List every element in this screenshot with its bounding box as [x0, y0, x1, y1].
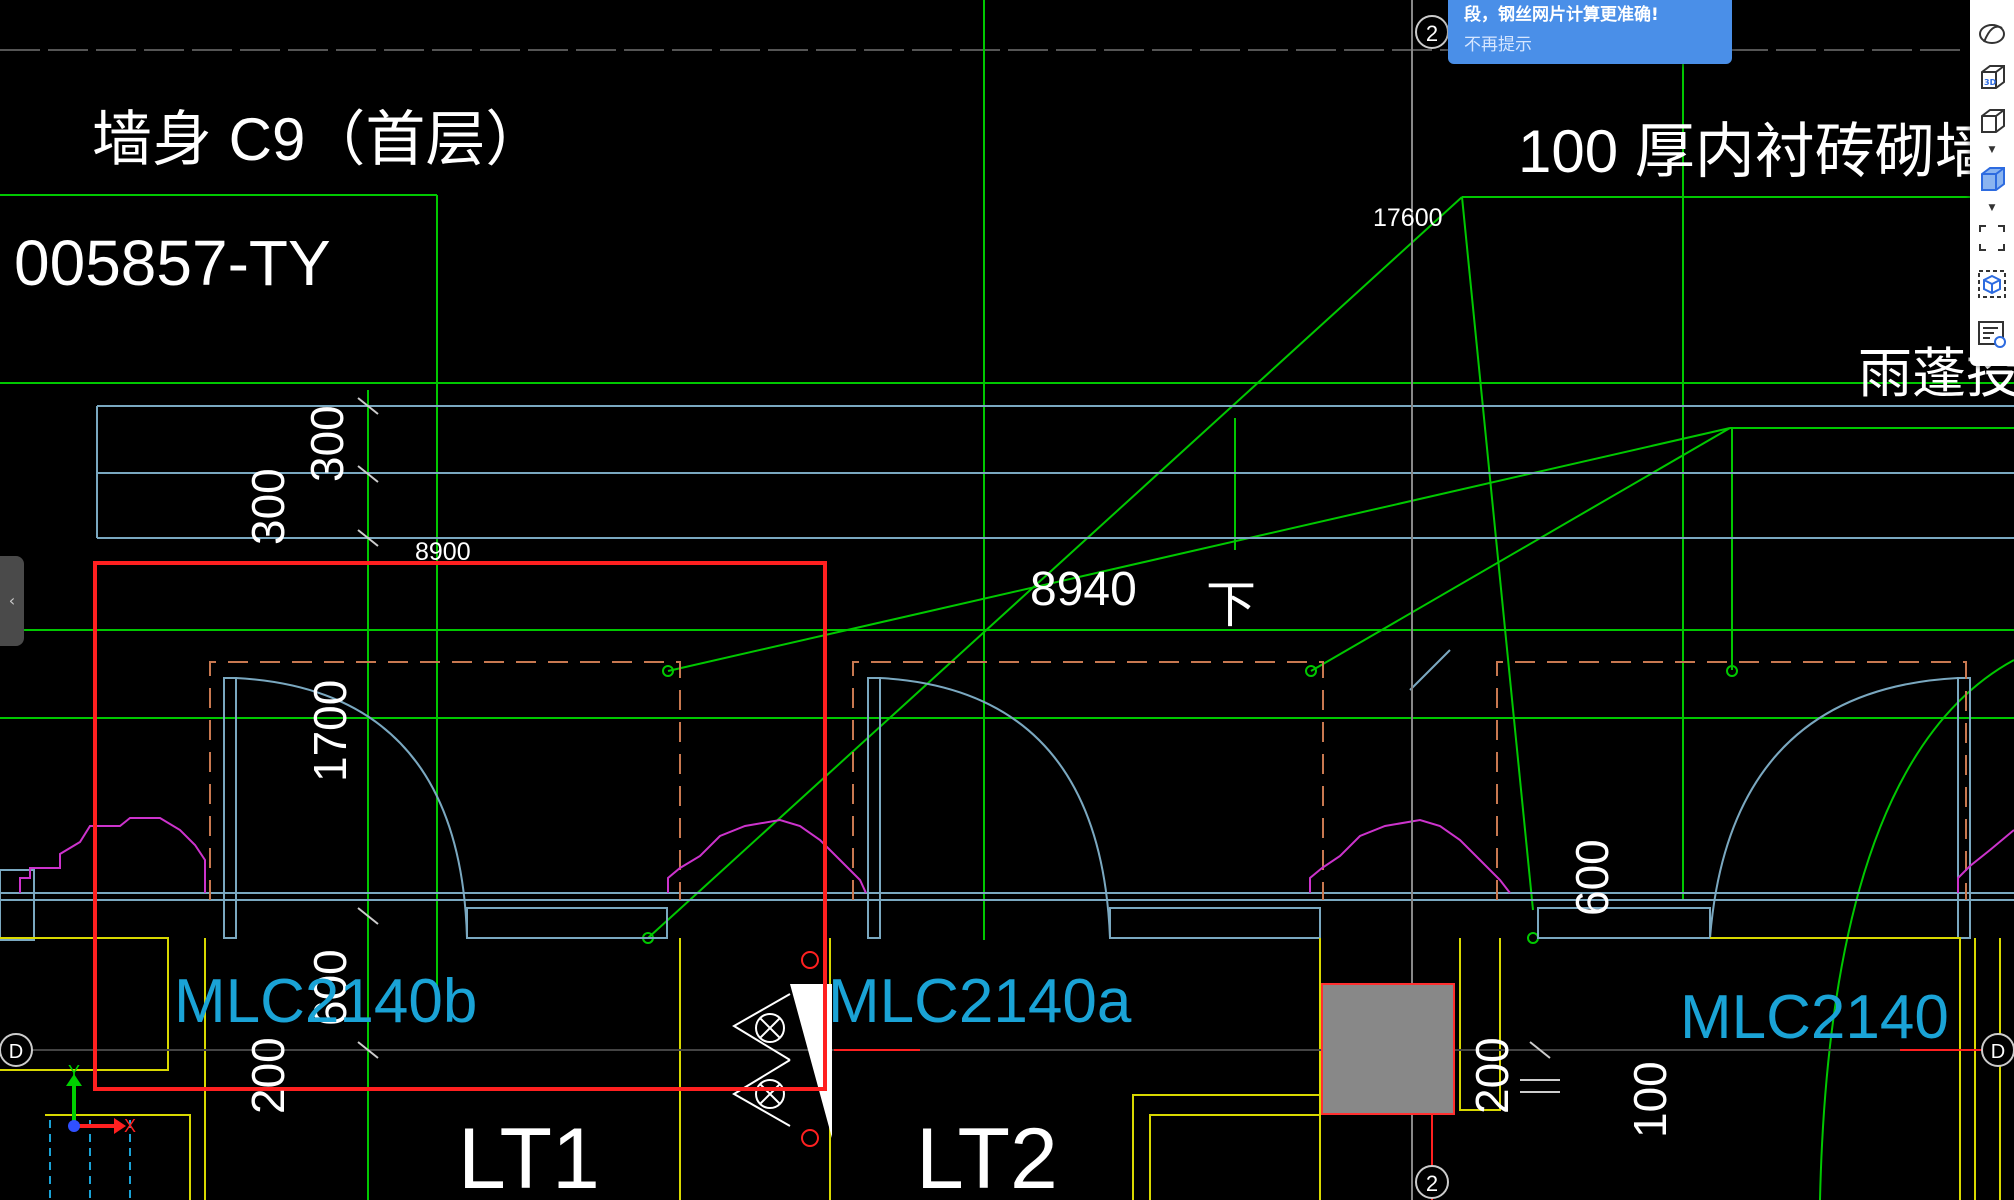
list-settings-icon	[1978, 321, 2006, 348]
grid-bubble-2-bottom: 2	[1415, 1165, 1449, 1199]
grid-bubble-d-left: D	[0, 1033, 33, 1067]
dim-300-b: 300	[242, 468, 294, 545]
svg-text:Y: Y	[68, 1062, 80, 1082]
dim-8900: 8900	[415, 538, 471, 566]
down-arrow-label: 下	[1206, 577, 1256, 633]
box-3d-icon	[1978, 270, 2006, 298]
svg-text:2: 2	[1426, 1171, 1438, 1196]
box-3d-button[interactable]	[1976, 268, 2008, 300]
ucs-axis-icon: Y X	[66, 1062, 136, 1136]
dim-200-b: 200	[1466, 1037, 1518, 1114]
door-label-mlc2140a: MLC2140a	[828, 967, 1132, 1036]
notification-tip: 段，钢丝网片计算更准确! 不再提示	[1448, 0, 1732, 64]
svg-text:X: X	[124, 1116, 136, 1136]
orbit-button[interactable]	[1976, 18, 2008, 50]
svg-text:D: D	[1991, 1041, 2005, 1063]
dim-600-a: 600	[304, 949, 356, 1026]
wall-note: 100 厚内衬砖砌墙	[1518, 118, 1995, 185]
svg-text:3D: 3D	[1984, 78, 1997, 87]
notification-message: 段，钢丝网片计算更准确!	[1464, 5, 1659, 25]
svg-text:D: D	[9, 1041, 23, 1063]
cube-solid-icon	[1981, 167, 2005, 191]
yellow-outlines	[0, 937, 2001, 1200]
dim-300-a: 300	[301, 405, 353, 482]
wall-lines	[0, 405, 2014, 941]
dim-200-a: 200	[242, 1037, 294, 1114]
svg-text:2: 2	[1426, 21, 1438, 46]
3d-view-button[interactable]: 3D	[1976, 62, 2008, 94]
chevron-down-icon[interactable]: ▼	[1988, 145, 1996, 155]
door-label-mlc2140: MLC2140	[1680, 983, 1949, 1052]
select-region-icon	[1979, 225, 2005, 251]
stair-label-lt2: LT2	[916, 1111, 1058, 1200]
wall-title: 墙身 C9（首层）	[92, 106, 545, 173]
cube-solid-button[interactable]	[1976, 164, 2008, 196]
project-code: 005857-TY	[14, 227, 331, 299]
leader-lines	[642, 196, 2014, 1200]
dim-100: 100	[1624, 1061, 1676, 1138]
dim-1700: 1700	[304, 680, 356, 782]
door-label-mlc2140b: MLC2140b	[174, 967, 477, 1036]
3d-view-icon: 3D	[1981, 65, 2005, 89]
chevron-left-icon: ‹	[8, 591, 16, 610]
stair-label-lt1: LT1	[458, 1111, 600, 1200]
concrete-column[interactable]	[1321, 983, 1455, 1115]
select-region-button[interactable]	[1976, 222, 2008, 254]
dimension-ticks	[357, 397, 1560, 1093]
dim-600-b: 600	[1566, 839, 1618, 916]
side-panel-toggle[interactable]: ‹	[0, 556, 24, 646]
orbit-icon	[1979, 24, 2005, 44]
list-settings-button[interactable]	[1976, 318, 2008, 350]
chevron-down-icon[interactable]: ▼	[1988, 203, 1996, 213]
cube-wireframe-button[interactable]	[1976, 106, 2008, 138]
cube-wireframe-icon	[1981, 109, 2005, 133]
magenta-profiles	[19, 817, 2014, 894]
selection-rectangle[interactable]	[93, 561, 827, 1091]
dont-show-again-link[interactable]: 不再提示	[1464, 35, 1532, 55]
dim-8940: 8940	[1030, 563, 1137, 616]
grid-bubble-2-top: 2	[1415, 15, 1449, 49]
dim-17600: 17600	[1373, 204, 1443, 232]
grid-bubble-d-right: D	[1981, 1033, 2014, 1067]
view-toolbar: 3D ▼ ▼	[1970, 0, 2014, 366]
